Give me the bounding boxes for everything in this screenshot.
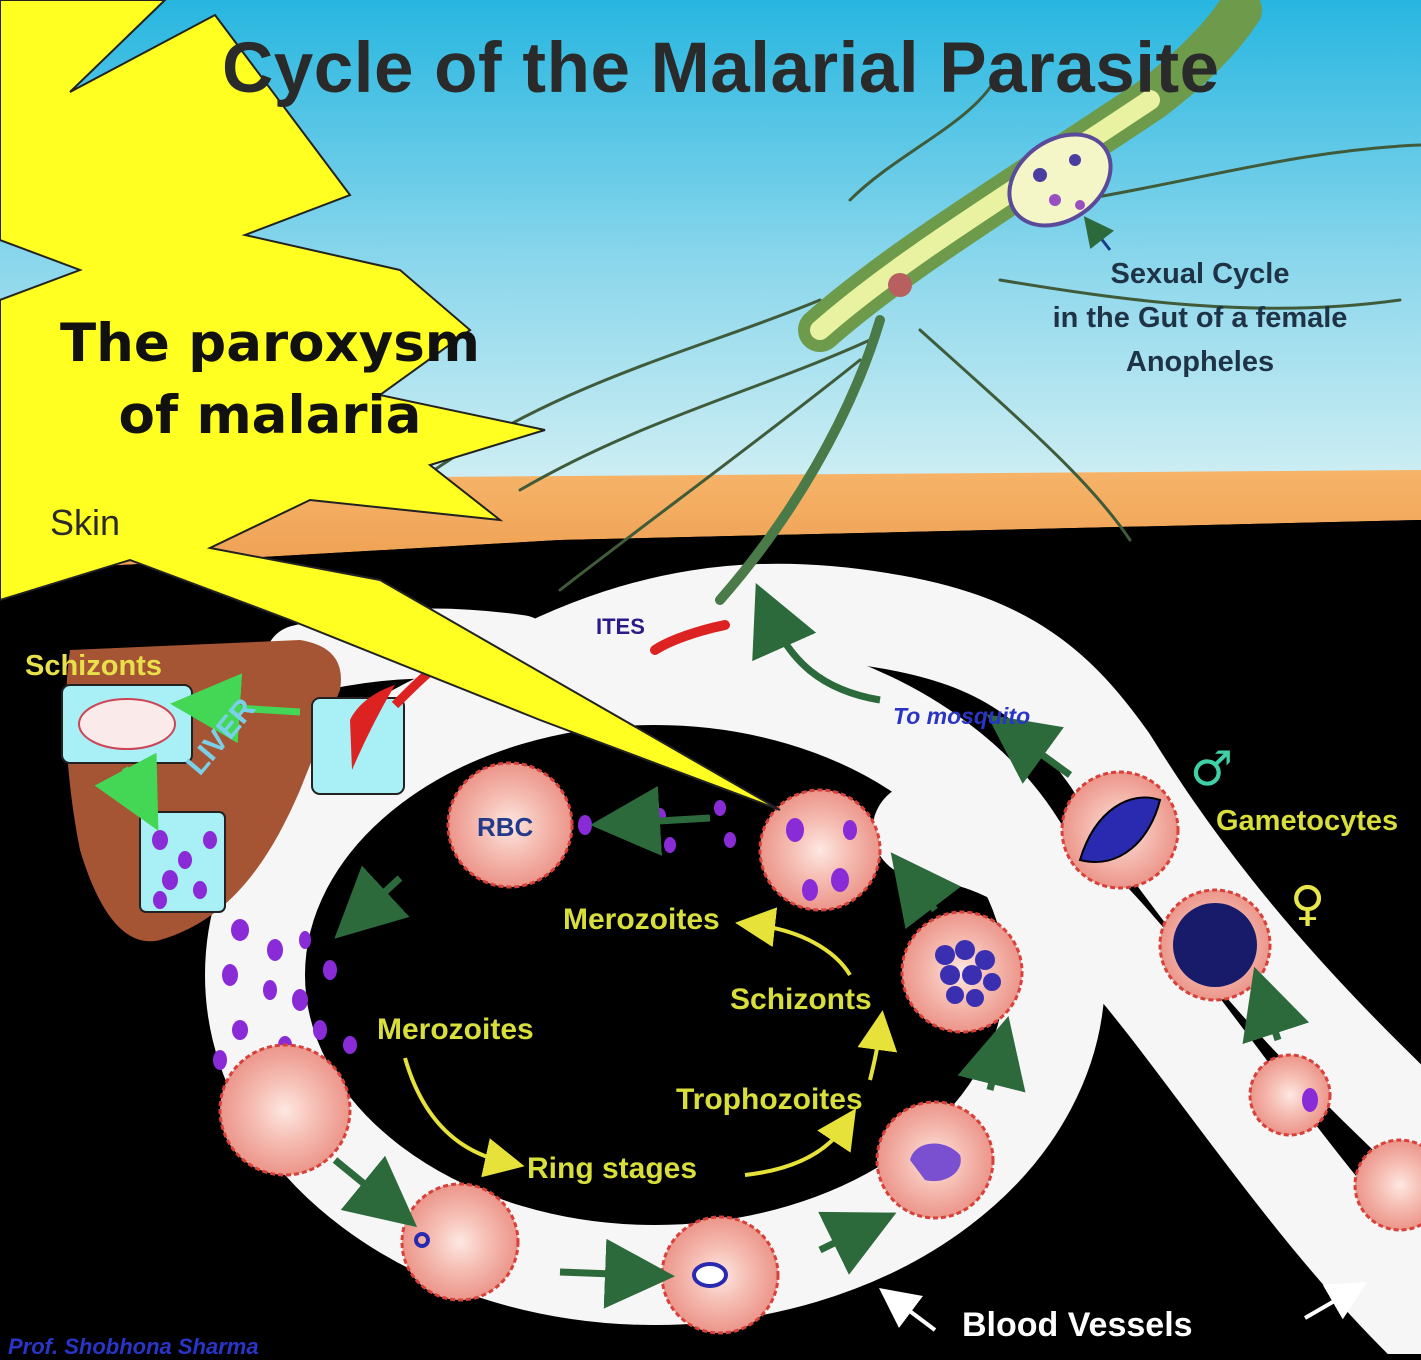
liver-schizonts-label: Schizonts: [25, 650, 162, 683]
cycle-trophozoites: Trophozoites: [676, 1083, 863, 1117]
rbc-ring-early: [402, 1184, 518, 1300]
callout-line-2: of malaria: [35, 380, 505, 452]
cycle-schizonts: Schizonts: [730, 983, 872, 1017]
mosquito-caption: Sexual Cycle in the Gut of a female Anop…: [1010, 252, 1390, 384]
rbc-label: RBC: [477, 812, 533, 843]
credit-label: Prof. Shobhona Sharma: [8, 1334, 259, 1360]
callout-text: The paroxysm of malaria: [35, 308, 505, 452]
caption-line-1: Sexual Cycle: [1010, 252, 1390, 296]
blood-vessels-label: Blood Vessels: [962, 1306, 1193, 1345]
rbc-invaded: [220, 1045, 350, 1175]
rbc-trophozoite: [877, 1102, 993, 1218]
rbc-ring-late: [662, 1217, 778, 1333]
diagram-title: Cycle of the Malarial Parasite: [222, 28, 1220, 109]
skin-label: Skin: [50, 502, 120, 544]
male-symbol: ♂: [1190, 741, 1233, 797]
caption-line-3: Anopheles: [1010, 340, 1390, 384]
rbc-female-gametocyte: [1160, 890, 1270, 1000]
to-mosquito-label: To mosquito: [893, 703, 1030, 730]
female-symbol: ♀: [1290, 876, 1325, 932]
sporozoites-label: ITES: [596, 614, 645, 640]
rbc-schizont: [902, 912, 1022, 1032]
callout-line-1: The paroxysm: [35, 308, 505, 380]
rbc-male-gametocyte: [1062, 772, 1178, 888]
caption-line-2: in the Gut of a female: [1010, 296, 1390, 340]
cycle-merozoites-top: Merozoites: [563, 903, 720, 937]
cycle-ring-stages: Ring stages: [527, 1152, 697, 1186]
gametocytes-label: Gametocytes: [1216, 805, 1398, 838]
rbc-young-gametocyte: [1250, 1055, 1330, 1135]
cycle-merozoites-left: Merozoites: [377, 1013, 534, 1047]
